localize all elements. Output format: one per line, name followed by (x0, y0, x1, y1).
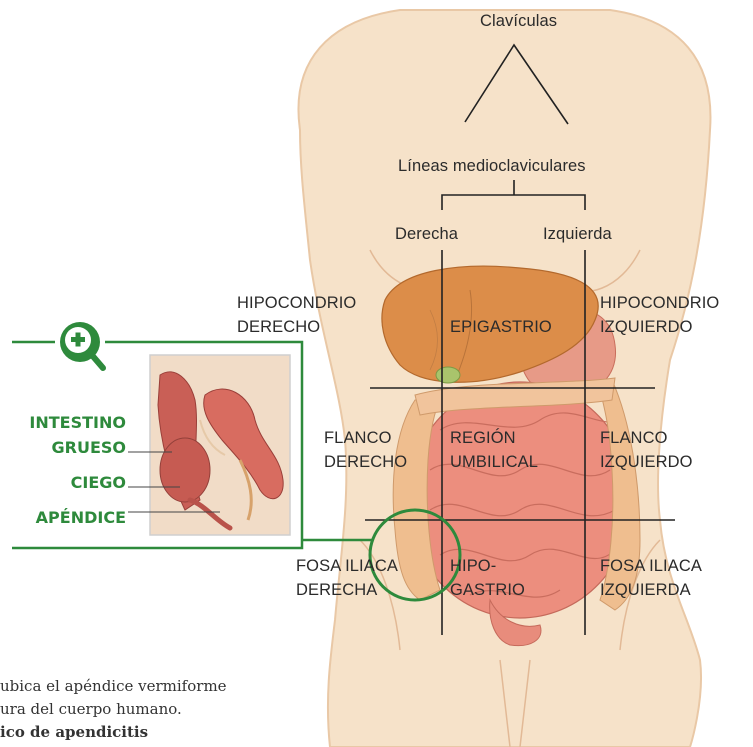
label-region-umbilical-2: UMBILICAL (450, 452, 538, 472)
label-region-umbilical-1: REGIÓN (450, 428, 516, 448)
caption-line-1: ubica el apéndice vermiforme (0, 677, 227, 696)
caption-line-2: ura del cuerpo humano. (0, 700, 182, 719)
label-fosa-iliaca-izquierda-1: FOSA ILIACA (600, 556, 702, 576)
label-hipocondrio-derecho-1: HIPOCONDRIO (237, 293, 356, 313)
label-derecha: Derecha (395, 224, 458, 244)
inset-label-intestino-1: INTESTINO (29, 413, 126, 433)
label-fosa-iliaca-izquierda-2: IZQUIERDA (600, 580, 691, 600)
inset-label-ciego: CIEGO (71, 473, 126, 493)
label-hipogastrio-2: GASTRIO (450, 580, 525, 600)
label-epigastrio: EPIGASTRIO (450, 317, 552, 337)
label-hipogastrio-1: HIPO- (450, 556, 496, 576)
label-hipocondrio-derecho-2: DERECHO (237, 317, 320, 337)
gallbladder (436, 367, 460, 383)
label-hipocondrio-izquierdo-2: IZQUIERDO (600, 317, 693, 337)
inset-label-intestino-2: GRUESO (52, 438, 127, 458)
caption-line-3: ico de apendicitis (0, 723, 148, 742)
label-izquierda: Izquierda (543, 224, 612, 244)
label-fosa-iliaca-derecha-1: FOSA ILIACA (296, 556, 398, 576)
label-flanco-derecho-2: DERECHO (324, 452, 407, 472)
label-hipocondrio-izquierdo-1: HIPOCONDRIO (600, 293, 719, 313)
label-flanco-izquierdo-1: FLANCO (600, 428, 668, 448)
inset-cecum-illustration (150, 355, 290, 535)
label-claviculas: Clavículas (480, 11, 557, 31)
label-flanco-derecho-1: FLANCO (324, 428, 392, 448)
inset-label-apendice: APÉNDICE (36, 508, 126, 528)
label-lineas-medioclaviculares: Líneas medioclaviculares (398, 156, 586, 176)
label-fosa-iliaca-derecha-2: DERECHA (296, 580, 377, 600)
magnify-plus-icon[interactable] (60, 322, 103, 368)
label-flanco-izquierdo-2: IZQUIERDO (600, 452, 693, 472)
